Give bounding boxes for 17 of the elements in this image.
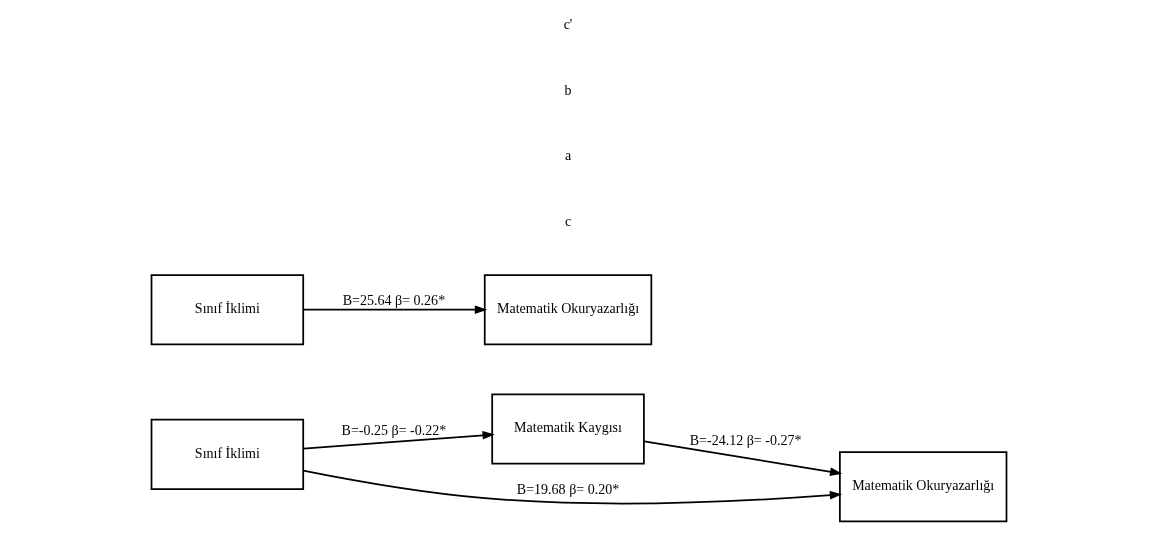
edge-label: B=19.68 β= 0.20* xyxy=(516,480,620,497)
node-box: Sınıf İklimi xyxy=(150,274,305,346)
arrow xyxy=(643,440,843,476)
label: b xyxy=(564,81,572,98)
arrow xyxy=(302,469,843,505)
node-box: Sınıf İklimi xyxy=(150,418,305,490)
arrow xyxy=(302,305,488,314)
node-box: Matematik Kaygısı xyxy=(491,393,645,465)
label: a xyxy=(564,147,572,164)
node-box: Matematik Okuryazarlığı xyxy=(839,451,1008,523)
label: c xyxy=(564,213,572,230)
arrow xyxy=(302,431,495,450)
edge-label: B=-0.25 β= -0.22* xyxy=(341,421,447,438)
edge-label: B=25.64 β= 0.26* xyxy=(342,292,446,309)
edge-label: B=-24.12 β= -0.27* xyxy=(689,432,802,449)
label: c' xyxy=(563,15,573,32)
node-box: Matematik Okuryazarlığı xyxy=(483,274,653,346)
